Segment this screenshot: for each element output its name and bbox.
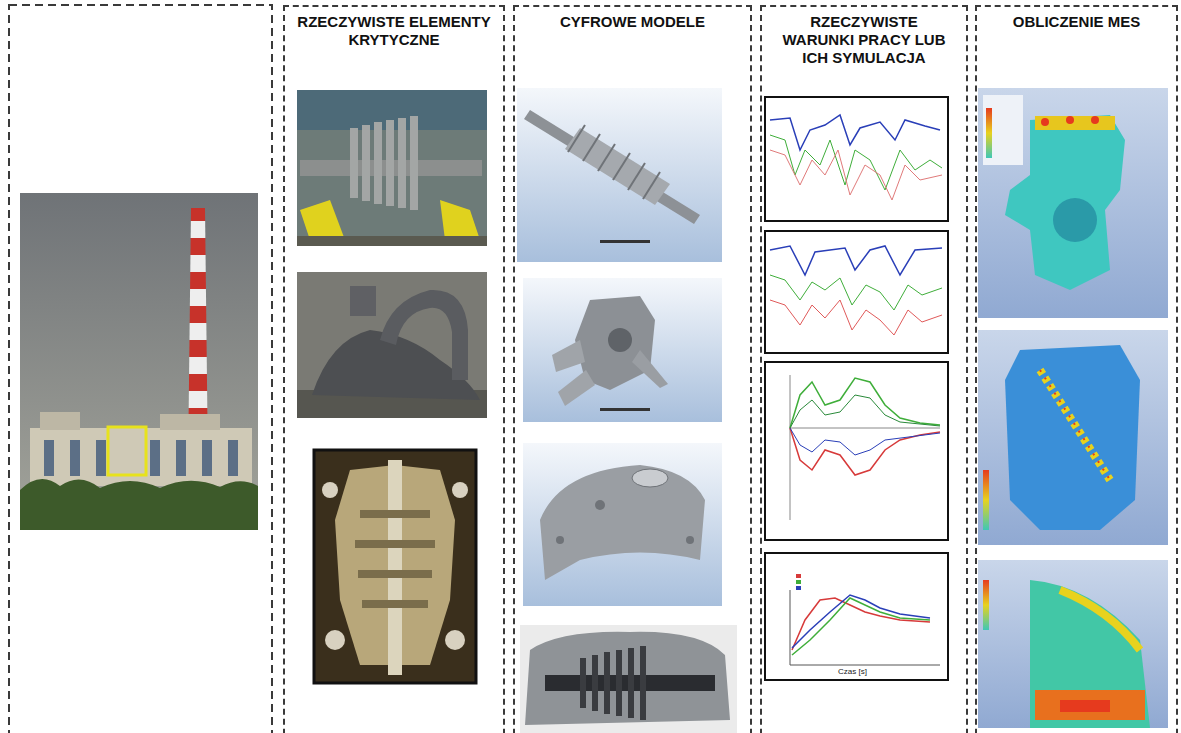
power-plant-photo (20, 193, 258, 530)
fem-valve-result (978, 88, 1168, 318)
column-band: CYFROWE MODELE (513, 5, 752, 733)
fem-casing-result (978, 330, 1168, 545)
rotor-model (517, 88, 722, 262)
casing-model (523, 443, 722, 606)
column-heading: CYFROWE MODELE (533, 13, 733, 31)
operation-chart (765, 97, 948, 221)
column-heading: RZECZYWISTE ELEMENTY KRYTYCZNE (294, 13, 494, 49)
fem-section-result (978, 560, 1168, 728)
valve-body-model (523, 278, 722, 422)
column-heading: RZECZYWISTE WARUNKI PRACY LUB ICH SYMULA… (777, 13, 952, 67)
turbine-section-model (520, 625, 737, 733)
temperature-chart (765, 362, 948, 540)
rotor-photo (297, 90, 487, 246)
column-band: RZECZYWISTE ELEMENTY KRYTYCZNE (283, 5, 505, 733)
column-frame (9, 5, 272, 733)
column-band: RZECZYWISTE WARUNKI PRACY LUB ICH SYMULA… (760, 5, 968, 733)
stress-chart (765, 553, 948, 680)
column-band: OBLICZENIE MES (975, 5, 1178, 733)
column-heading: OBLICZENIE MES (982, 13, 1172, 31)
turbine-open-photo (314, 450, 476, 683)
operation-chart (765, 231, 948, 353)
axis-label: Czas [s] (838, 667, 867, 676)
casting-photo (297, 272, 487, 418)
